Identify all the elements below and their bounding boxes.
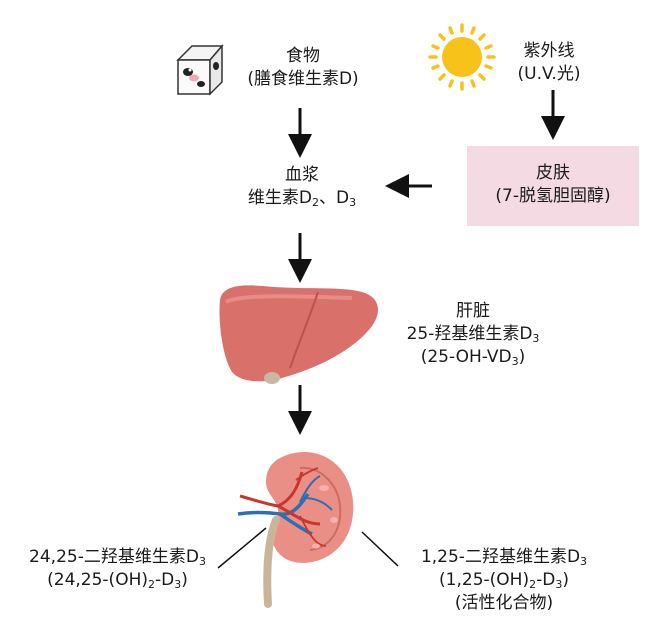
connector-active — [361, 531, 399, 567]
food-subtitle: (膳食维生素D) — [247, 69, 359, 89]
liver-label: 肝脏 25-羟基维生素D3 (25-OH-VD3) — [388, 300, 558, 369]
active-metabolite-label: 1,25-二羟基维生素D3 (1,25-(OH)2-D3) (活性化合物) — [404, 546, 604, 615]
connector-inactive — [217, 527, 267, 569]
plasma-vitamins: 维生素D2、D3 — [247, 188, 357, 209]
active-note: (活性化合物) — [454, 593, 554, 613]
plasma-label: 血浆 维生素D2、D3 — [222, 164, 382, 210]
liver-title: 肝脏 — [456, 301, 490, 321]
skin-box — [467, 146, 639, 226]
skin-title: 皮肤 — [536, 163, 570, 183]
kidney-illustration — [237, 451, 354, 608]
uv-label: 紫外线 (U.V.光) — [494, 40, 604, 86]
skin-label: 皮肤 (7-脱氢胆固醇) — [467, 162, 639, 208]
inactive-name: 24,25-二羟基维生素D3 — [29, 547, 206, 568]
liver-illustration — [219, 285, 378, 384]
liver-metabolite: 25-羟基维生素D3 — [406, 324, 540, 345]
skin-subtitle: (7-脱氢胆固醇) — [495, 186, 611, 206]
inactive-metabolite-label: 24,25-二羟基维生素D3 (24,25-(OH)2-D3) — [10, 546, 225, 592]
inactive-formula: (24,25-(OH)2-D3) — [47, 570, 188, 591]
food-label: 食物 (膳食维生素D) — [228, 45, 378, 91]
active-formula: (1,25-(OH)2-D3) — [439, 570, 569, 591]
liver-abbrev: (25-OH-VD3) — [420, 347, 526, 368]
active-name: 1,25-二羟基维生素D3 — [420, 547, 588, 568]
food-title: 食物 — [286, 46, 320, 66]
uv-title: 紫外线 — [523, 41, 575, 61]
plasma-title: 血浆 — [285, 165, 319, 185]
uv-subtitle: (U.V.光) — [517, 64, 581, 84]
milk-carton-icon — [176, 43, 224, 96]
sun-icon — [428, 23, 496, 91]
